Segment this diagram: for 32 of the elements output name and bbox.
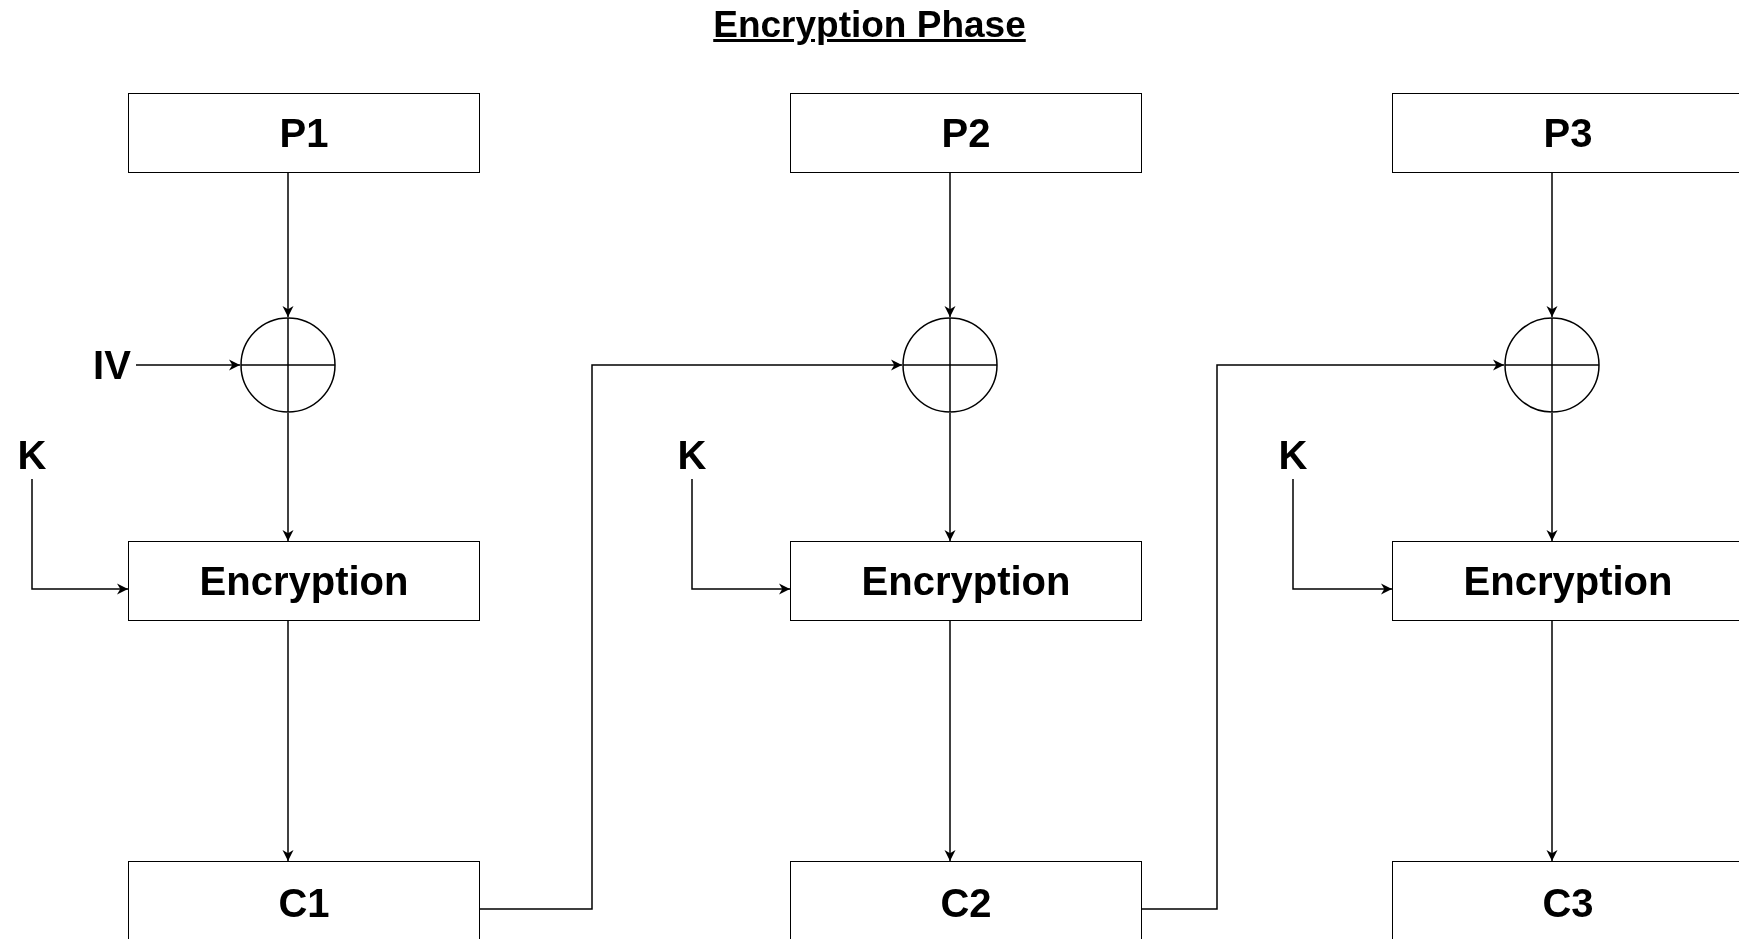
process-box: Encryption bbox=[790, 541, 1142, 621]
arrow bbox=[479, 359, 903, 910]
arrow bbox=[1546, 172, 1558, 318]
process-box: P3 bbox=[1392, 93, 1739, 173]
arrow bbox=[31, 478, 129, 595]
arrow bbox=[944, 412, 956, 542]
xor-circle bbox=[902, 317, 998, 413]
input-label: K bbox=[17, 432, 47, 478]
process-box: C1 bbox=[128, 861, 480, 939]
arrow bbox=[944, 172, 956, 318]
process-box: Encryption bbox=[128, 541, 480, 621]
xor-circle bbox=[1504, 317, 1600, 413]
arrow bbox=[944, 620, 956, 862]
xor-circle bbox=[240, 317, 336, 413]
process-box: Encryption bbox=[1392, 541, 1739, 621]
arrow bbox=[1292, 478, 1393, 595]
arrow bbox=[1141, 359, 1505, 910]
arrow bbox=[282, 172, 294, 318]
input-label: IV bbox=[93, 342, 131, 388]
arrow bbox=[282, 412, 294, 542]
process-box: C3 bbox=[1392, 861, 1739, 939]
arrow bbox=[282, 620, 294, 862]
process-box: C2 bbox=[790, 861, 1142, 939]
diagram-title: Encryption Phase bbox=[713, 4, 1026, 45]
arrow bbox=[135, 359, 241, 371]
input-label: K bbox=[677, 432, 707, 478]
arrow bbox=[1546, 412, 1558, 542]
process-box: P2 bbox=[790, 93, 1142, 173]
input-label: K bbox=[1278, 432, 1308, 478]
arrow bbox=[691, 478, 791, 595]
arrow bbox=[1546, 620, 1558, 862]
process-box: P1 bbox=[128, 93, 480, 173]
